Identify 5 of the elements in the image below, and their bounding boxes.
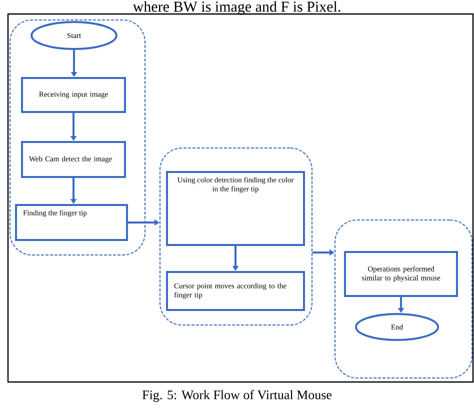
dashed-group: [10, 20, 146, 256]
dashed-group: [160, 148, 312, 326]
note-text: where BW is image and F is Pixel.: [132, 1, 340, 15]
dashed-group: [334, 220, 472, 378]
caption: Fig. 5: Work Flow of Virtual Mouse: [142, 390, 332, 402]
